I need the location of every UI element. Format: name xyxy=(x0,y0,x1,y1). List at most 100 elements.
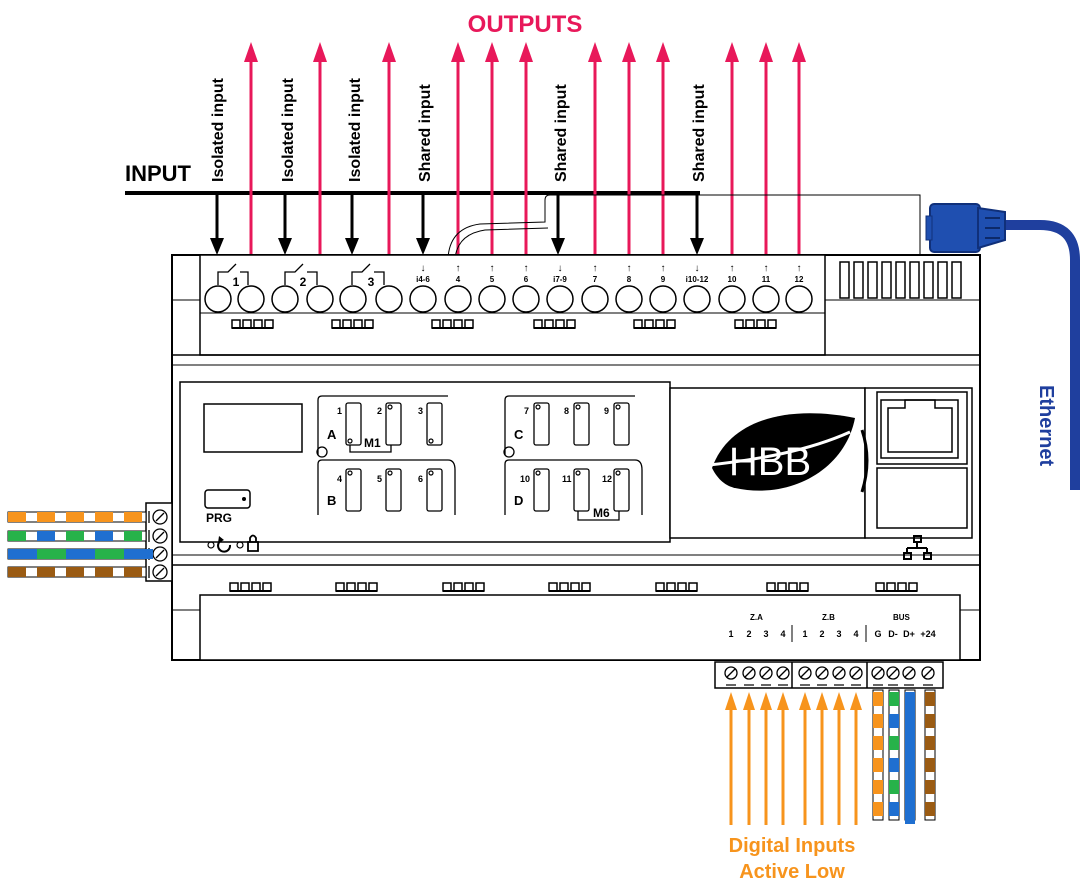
status-icons xyxy=(207,534,259,553)
top-terminal-screw-1 xyxy=(204,285,232,313)
digital-input-arrows xyxy=(725,692,862,825)
top-slot-6-3 xyxy=(756,319,766,329)
relay-m1-num-1: 1 xyxy=(337,406,342,416)
bottom-slot-2-3 xyxy=(357,582,367,592)
bottom-slot-6-4 xyxy=(799,582,809,592)
shared-marker-arrow-10: ↑ xyxy=(730,263,735,274)
shared-marker-arrow-7: ↑ xyxy=(627,263,632,274)
shared-marker-arrow-6: ↑ xyxy=(593,263,598,274)
left-wire-seg-4-5 xyxy=(124,567,142,577)
network-icon xyxy=(903,535,932,560)
top-terminal-screw-8 xyxy=(444,285,472,313)
lock-icon xyxy=(247,534,259,552)
top-terminal-screw-4 xyxy=(306,285,334,313)
zone_a-pin-3: 3 xyxy=(763,629,768,639)
zone_b-pin-1: 1 xyxy=(802,629,807,639)
bottom-slot-4-4 xyxy=(581,582,591,592)
top-slot-5-2 xyxy=(644,319,654,329)
bus-wire-seg-3-6 xyxy=(905,802,915,824)
top-terminal-screw-6 xyxy=(375,285,403,313)
output-arrow-head-6 xyxy=(519,42,533,62)
bottom-slot-4-2 xyxy=(559,582,569,592)
bottom-slot-3-1 xyxy=(442,582,452,592)
bus-pin-2: D- xyxy=(888,629,898,639)
top-slot-2-1 xyxy=(331,319,341,329)
relay-group-m6 xyxy=(503,395,643,521)
vent-slot-5 xyxy=(895,261,906,299)
bottom-slot-7-1 xyxy=(875,582,885,592)
digital-arrow-head-8 xyxy=(850,692,862,710)
bottom-terminal-block xyxy=(714,661,944,689)
prg-label: PRG xyxy=(206,511,232,525)
output-arrows xyxy=(244,42,806,258)
relay-number-2: 2 xyxy=(300,275,307,289)
top-terminal-screw-7 xyxy=(409,285,437,313)
input-arrow-head-3 xyxy=(345,238,359,255)
bus-wire-seg-1-2 xyxy=(873,714,883,728)
bottom-slot-row xyxy=(229,582,918,592)
bottom-screw-slot-5 xyxy=(800,668,810,678)
bus-wire-seg-2-2 xyxy=(889,714,899,728)
input-arrows xyxy=(210,193,704,255)
vent-slot-7 xyxy=(923,261,934,299)
bus-wire-seg-4-5 xyxy=(925,780,935,794)
top-slot-4-2 xyxy=(544,319,554,329)
top-slot-4-3 xyxy=(555,319,565,329)
bus-wire-seg-2-5 xyxy=(889,780,899,794)
shared-marker-arrow-12: ↑ xyxy=(797,263,802,274)
rj45-port xyxy=(876,391,968,529)
digital-arrow-head-6 xyxy=(816,692,828,710)
left-screw-slot-1 xyxy=(155,512,165,522)
bottom-screw-slot-12 xyxy=(923,668,933,678)
shared-marker-label-12: 12 xyxy=(795,275,804,284)
prg-button xyxy=(204,489,251,509)
top-slot-4-4 xyxy=(566,319,576,329)
left-wire-seg-2-3 xyxy=(66,531,84,541)
left-wire-seg-1-1 xyxy=(8,512,26,522)
relay-group-m1-leds xyxy=(347,404,434,476)
zone_a-pin-4: 4 xyxy=(780,629,785,639)
vent-slot-6 xyxy=(909,261,920,299)
left-wire-seg-3-3 xyxy=(66,549,95,559)
left-terminal-block xyxy=(145,502,173,582)
relay-letter-a: A xyxy=(327,427,337,442)
top-slot-row xyxy=(231,319,777,329)
left-wire-seg-3-1 xyxy=(8,549,37,559)
output-arrow-head-11 xyxy=(759,42,773,62)
relay-m1-num-6: 6 xyxy=(418,474,423,484)
bus-wire-1 xyxy=(872,689,884,821)
left-wire-seg-1-4 xyxy=(95,512,113,522)
bottom-screw-slot-9 xyxy=(873,668,883,678)
vent-slot-2 xyxy=(853,261,864,299)
shared-marker-arrow-8: ↑ xyxy=(661,263,666,274)
output-arrow-head-9 xyxy=(656,42,670,62)
bus-wire-seg-3-1 xyxy=(905,692,915,714)
bottom-slot-2-1 xyxy=(335,582,345,592)
output-arrow-head-3 xyxy=(382,42,396,62)
relay-symbols xyxy=(217,263,385,285)
top-slot-5-4 xyxy=(666,319,676,329)
bus-wire-seg-1-5 xyxy=(873,780,883,794)
left-wire-seg-2-4 xyxy=(95,531,113,541)
bottom-screw-slot-10 xyxy=(888,668,898,678)
top-slot-3-2 xyxy=(442,319,452,329)
bottom-slot-5-1 xyxy=(655,582,665,592)
bus-wire-seg-4-4 xyxy=(925,758,935,772)
top-slot-1-4 xyxy=(264,319,274,329)
input-arrow-head-2 xyxy=(278,238,292,255)
bottom-screw-slot-7 xyxy=(834,668,844,678)
bottom-slot-3-2 xyxy=(453,582,463,592)
top-terminal-screw-5 xyxy=(339,285,367,313)
relay-m6-num-9: 9 xyxy=(604,406,609,416)
bottom-slot-5-2 xyxy=(666,582,676,592)
relay-letter-d: D xyxy=(514,493,523,508)
shared-marker-arrow-2: ↑ xyxy=(456,263,461,274)
bottom-slot-2-4 xyxy=(368,582,378,592)
bus-wire-seg-1-4 xyxy=(873,758,883,772)
bus-wire-seg-3-2 xyxy=(905,714,915,736)
top-slot-2-4 xyxy=(364,319,374,329)
zone-b-title: Z.B xyxy=(822,613,835,622)
relay-number-1: 1 xyxy=(233,275,240,289)
shared-marker-arrow-11: ↑ xyxy=(764,263,769,274)
